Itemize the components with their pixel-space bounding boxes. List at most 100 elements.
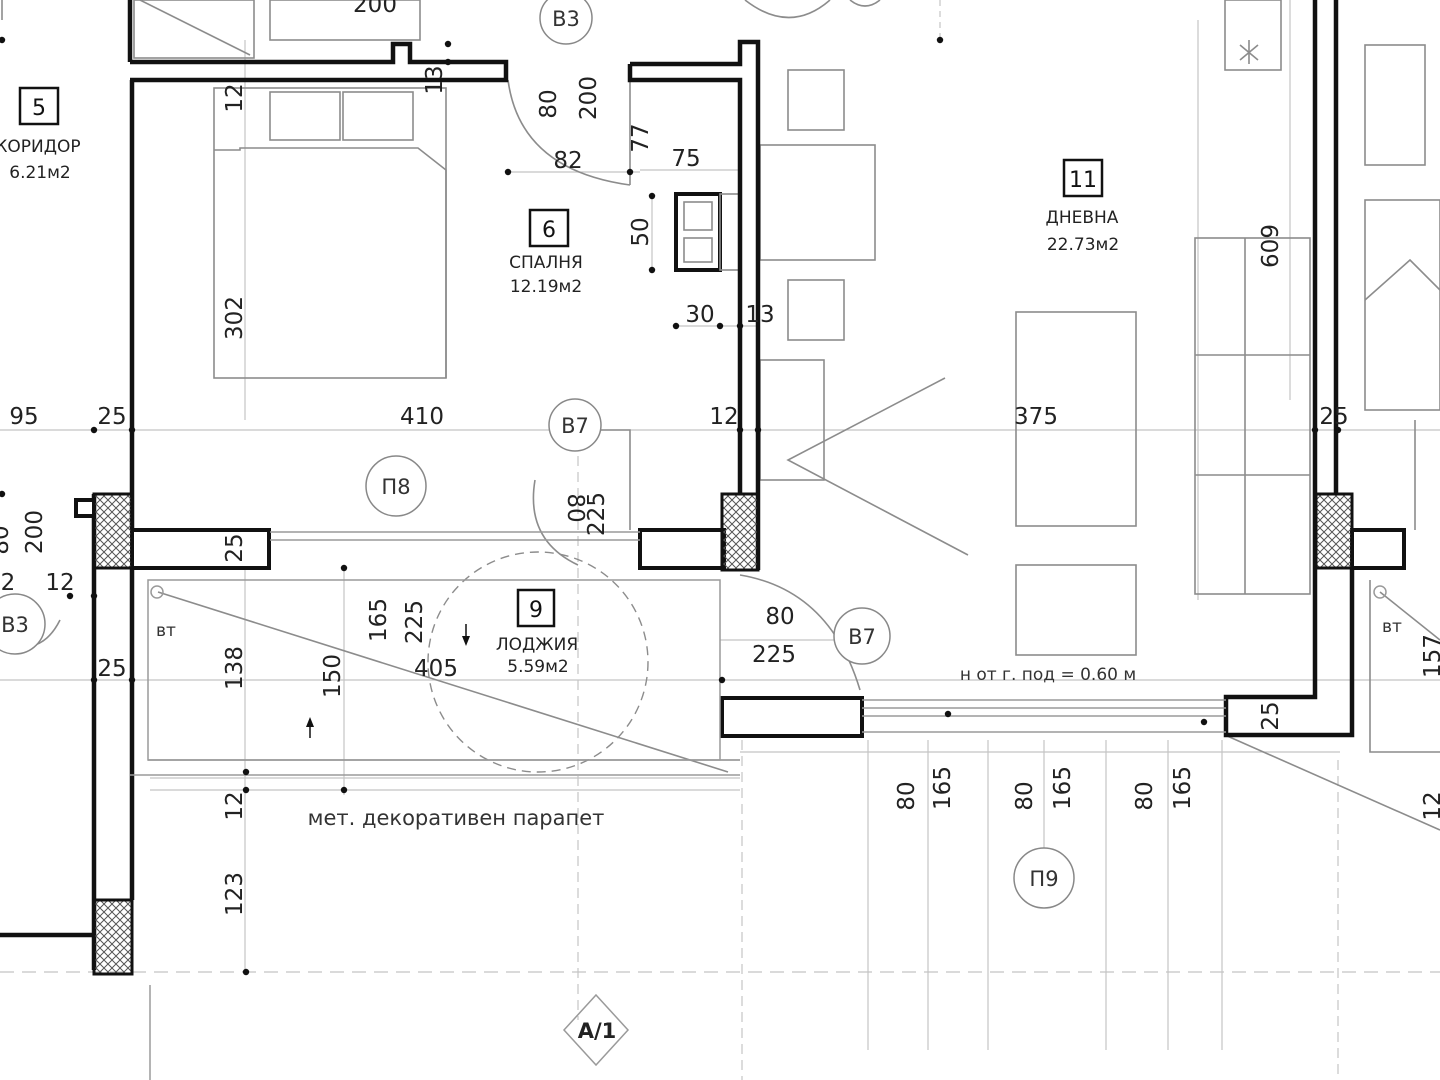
room-area: 5.59м2 bbox=[507, 657, 569, 677]
dimension-tick bbox=[444, 40, 452, 48]
svg-text:80: 80 bbox=[562, 493, 588, 522]
svg-text:138: 138 bbox=[222, 646, 248, 690]
bed-blanket bbox=[214, 147, 447, 378]
tag-b3-top: В3 bbox=[552, 7, 580, 31]
column-bottom bbox=[92, 898, 134, 976]
svg-text:157: 157 bbox=[1420, 634, 1440, 678]
dimension-tick bbox=[0, 36, 6, 44]
svg-text:77: 77 bbox=[628, 123, 654, 152]
dimension-tick bbox=[0, 490, 6, 498]
room-number: 6 bbox=[542, 218, 556, 243]
dimension-tick bbox=[672, 322, 680, 330]
svg-text:25: 25 bbox=[1258, 701, 1284, 730]
svg-text:165: 165 bbox=[1050, 766, 1076, 810]
axis-marker bbox=[562, 993, 630, 1067]
svg-text:200: 200 bbox=[353, 0, 397, 18]
svg-text:13: 13 bbox=[422, 65, 448, 94]
dimension-tick bbox=[128, 426, 136, 434]
dimension-tick bbox=[242, 786, 250, 794]
svg-text:25: 25 bbox=[222, 533, 248, 562]
svg-text:12: 12 bbox=[222, 791, 248, 820]
dimension-tick bbox=[716, 322, 724, 330]
note-vt-right: вт bbox=[1382, 617, 1402, 637]
tag-p9: П9 bbox=[1029, 867, 1058, 891]
svg-text:225: 225 bbox=[752, 642, 796, 668]
room-name: ЛОДЖИЯ bbox=[496, 635, 578, 655]
svg-text:12: 12 bbox=[45, 570, 74, 596]
columns bbox=[92, 492, 1354, 976]
dimension-tick bbox=[626, 168, 634, 176]
svg-text:200: 200 bbox=[576, 76, 602, 120]
dimension-tick bbox=[340, 564, 348, 572]
svg-text:165: 165 bbox=[1170, 766, 1196, 810]
notes: вт вт н от г. под = 0.60 м мет. декорати… bbox=[150, 585, 1402, 830]
room-5: 5 КОРИДОР 6.21м2 bbox=[0, 86, 81, 183]
svg-text:95: 95 bbox=[9, 404, 38, 430]
dimension-tick bbox=[1311, 426, 1319, 434]
svg-text:50: 50 bbox=[628, 217, 654, 246]
room-number: 11 bbox=[1069, 168, 1097, 193]
svg-text:200: 200 bbox=[22, 510, 48, 554]
door-tags: В3 В7 В7 В3 П8 П9 А/1 bbox=[0, 0, 1075, 1067]
svg-text:150: 150 bbox=[320, 654, 346, 698]
tag-b7-center: В7 bbox=[561, 414, 589, 438]
room-name: ДНЕВНА bbox=[1046, 208, 1119, 228]
svg-text:75: 75 bbox=[671, 146, 700, 172]
dimension-tick bbox=[340, 786, 348, 794]
loggia-dashed-circle bbox=[427, 551, 649, 773]
svg-text:25: 25 bbox=[97, 404, 126, 430]
svg-text:375: 375 bbox=[1014, 404, 1058, 430]
dimension-tick bbox=[242, 768, 250, 776]
tag-p8: П8 bbox=[381, 475, 410, 499]
dimension-tick bbox=[1334, 426, 1342, 434]
room-area: 12.19м2 bbox=[510, 277, 582, 297]
column-left bbox=[92, 492, 134, 570]
dimension-tick bbox=[242, 968, 250, 976]
svg-text:123: 123 bbox=[222, 872, 248, 916]
dimension-tick bbox=[66, 592, 74, 600]
svg-text:225: 225 bbox=[584, 492, 610, 536]
svg-text:13: 13 bbox=[745, 302, 774, 328]
column-center bbox=[720, 492, 760, 572]
room-name: КОРИДОР bbox=[0, 137, 81, 157]
walls bbox=[0, 0, 1406, 1080]
dimension-tick bbox=[718, 676, 726, 684]
room-6: 6 СПАЛНЯ 12.19м2 bbox=[509, 208, 583, 297]
svg-text:30: 30 bbox=[685, 302, 714, 328]
svg-text:165: 165 bbox=[366, 598, 392, 642]
tag-b3-left: В3 bbox=[1, 613, 29, 637]
dimension-tick bbox=[936, 36, 944, 44]
dimension-tick bbox=[90, 426, 98, 434]
svg-text:25: 25 bbox=[97, 656, 126, 682]
note-level: н от г. под = 0.60 м bbox=[960, 665, 1136, 685]
dimension-tick bbox=[90, 676, 98, 684]
dimension-tick bbox=[128, 676, 136, 684]
room-9: 9 ЛОДЖИЯ 5.59м2 bbox=[496, 588, 578, 677]
room-area: 22.73м2 bbox=[1047, 235, 1119, 255]
svg-text:82: 82 bbox=[553, 148, 582, 174]
dimension-tick bbox=[648, 192, 656, 200]
svg-text:80: 80 bbox=[894, 781, 920, 810]
svg-text:609: 609 bbox=[1258, 224, 1284, 268]
dimension-texts: 200 12 13 80 200 82 77 75 50 30 13 302 6… bbox=[0, 0, 1440, 916]
svg-text:80: 80 bbox=[1012, 781, 1038, 810]
svg-text:410: 410 bbox=[400, 404, 444, 430]
bed-outline bbox=[213, 87, 447, 379]
dimension-tick bbox=[504, 168, 512, 176]
room-number: 9 bbox=[529, 598, 543, 623]
svg-text:12: 12 bbox=[1420, 791, 1440, 820]
svg-text:225: 225 bbox=[402, 600, 428, 644]
svg-text:405: 405 bbox=[414, 656, 458, 682]
svg-text:2: 2 bbox=[1, 570, 16, 596]
room-11: 11 ДНЕВНА 22.73м2 bbox=[1046, 158, 1119, 255]
note-parapet: мет. декоративен парапет bbox=[308, 806, 605, 830]
dimension-ticks bbox=[0, 36, 1342, 976]
room-name: СПАЛНЯ bbox=[509, 253, 583, 273]
column-right bbox=[1314, 492, 1354, 570]
svg-text:165: 165 bbox=[930, 766, 956, 810]
svg-text:80: 80 bbox=[1132, 781, 1158, 810]
svg-text:80: 80 bbox=[765, 604, 794, 630]
dimension-tick bbox=[944, 710, 952, 718]
